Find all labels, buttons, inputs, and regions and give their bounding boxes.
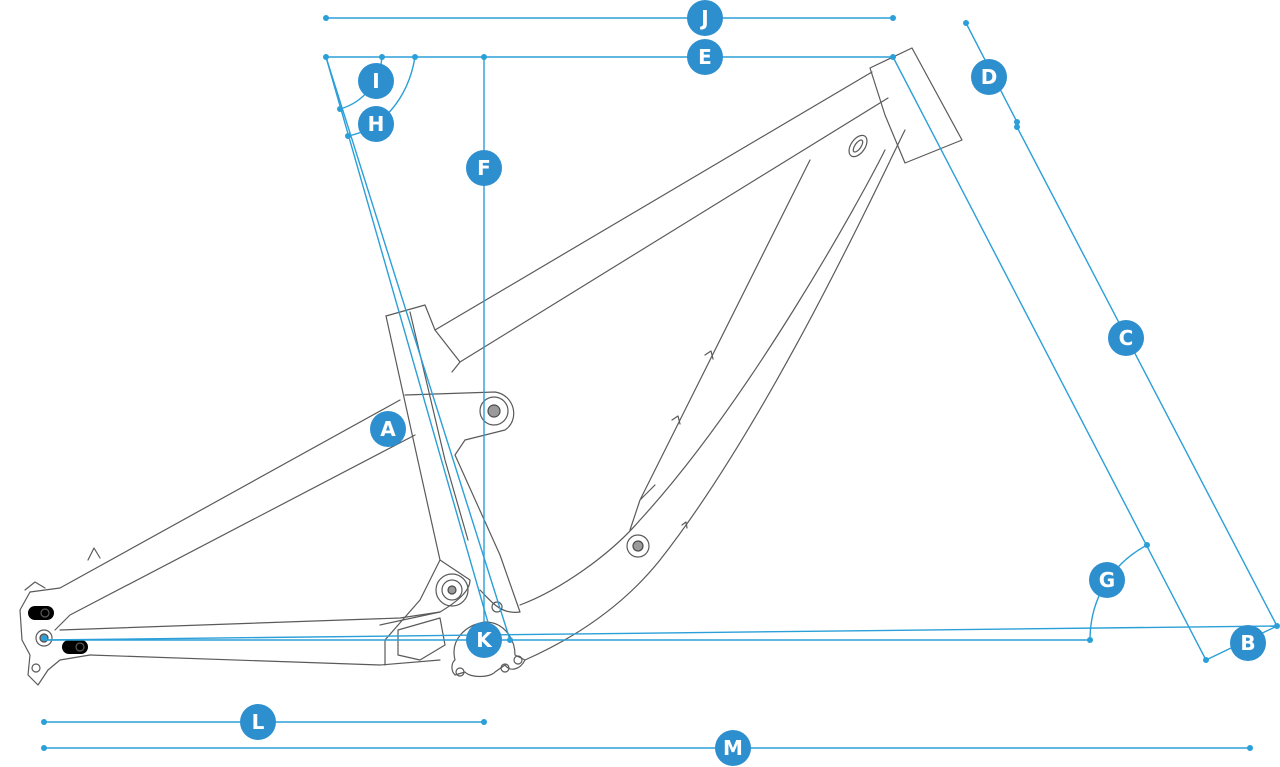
marker-label-c: C (1119, 326, 1134, 350)
iscg-tab-3 (513, 655, 523, 665)
lower-link-bolt-ring (441, 579, 463, 601)
dimension-line-c (1016, 126, 1278, 627)
lower-link-bolt-inner (447, 585, 457, 595)
marker-label-k: K (476, 628, 493, 652)
marker-k: K (466, 622, 502, 658)
bb-mount-bolt (491, 601, 503, 613)
iscg-tab-2 (500, 663, 510, 673)
marker-j: J (687, 0, 723, 36)
marker-label-a: A (380, 417, 396, 441)
marker-label-e: E (698, 45, 712, 69)
rocker-pivot-bolt (479, 396, 509, 426)
marker-d: D (971, 59, 1007, 95)
seat-angle-line-actual (325, 56, 511, 641)
dimension-dot (1014, 124, 1020, 130)
dimension-dot (890, 54, 896, 60)
dimension-lines (41, 15, 1280, 751)
seat-collar (385, 304, 461, 373)
dimension-dot (481, 54, 487, 60)
dimension-dot (507, 637, 513, 643)
marker-label-h: H (368, 112, 385, 136)
marker-h: H (358, 106, 394, 142)
down-tube (519, 129, 906, 661)
chainstay-yoke (379, 559, 471, 666)
seat-stay-tab (24, 547, 101, 591)
marker-label-b: B (1240, 631, 1255, 655)
dropout-bolt-upper (40, 608, 50, 618)
dimension-dot (1203, 657, 1209, 663)
marker-l: L (240, 704, 276, 740)
head-tube (869, 47, 963, 164)
dimension-line-b (43, 625, 1278, 641)
marker-label-m: M (723, 736, 743, 760)
derailleur-hanger (31, 663, 41, 673)
cable-port (671, 350, 714, 529)
marker-label-i: I (372, 69, 379, 93)
dimension-arc-h (347, 56, 416, 137)
bike-frame-drawing (19, 47, 963, 686)
rear-axle (35, 629, 53, 647)
dimension-dot (412, 54, 418, 60)
marker-m: M (715, 730, 751, 766)
dimension-dot (41, 719, 47, 725)
lower-link-bolt (435, 573, 469, 607)
dimension-dot (481, 719, 487, 725)
rocker-pivot-bolt-inner (487, 404, 501, 418)
headtube-port-inner (852, 139, 864, 153)
marker-i: I (358, 63, 394, 99)
iscg-tab-1 (455, 667, 465, 677)
headtube-port (848, 134, 868, 158)
dimension-dot (41, 635, 47, 641)
dimension-dot (890, 15, 896, 21)
seat-angle-line-effective (325, 56, 494, 641)
marker-a: A (370, 411, 406, 447)
chain-stay (59, 611, 441, 666)
dropout-bolt-lower (75, 642, 85, 652)
dimension-dot (1087, 637, 1093, 643)
dimension-dot (323, 54, 329, 60)
marker-b: B (1230, 625, 1266, 661)
rocker-link (404, 391, 521, 613)
down-tube-detail (629, 159, 811, 531)
dimension-dot (963, 20, 969, 26)
lower-pivot-bolt-inner (632, 540, 644, 552)
dimension-dot (1274, 623, 1280, 629)
marker-f: F (466, 150, 502, 186)
dimension-dot (345, 133, 351, 139)
marker-label-j: J (699, 6, 708, 30)
dimension-dot (1014, 119, 1020, 125)
marker-label-l: L (252, 710, 265, 734)
yoke-cutout (397, 617, 446, 661)
marker-c: C (1108, 320, 1144, 356)
marker-label-f: F (477, 156, 491, 180)
marker-label-d: D (981, 65, 998, 89)
dimension-dot (323, 15, 329, 21)
marker-label-g: G (1099, 568, 1115, 592)
dimension-dot (1247, 745, 1253, 751)
dimension-dot (41, 745, 47, 751)
rear-dropout (19, 591, 91, 686)
marker-e: E (687, 39, 723, 75)
seat-stay (29, 399, 416, 631)
dimension-dot (379, 54, 385, 60)
dimension-dot (337, 106, 343, 112)
top-tube (434, 71, 889, 363)
lower-pivot-bolt (626, 534, 650, 558)
marker-g: G (1089, 562, 1125, 598)
dimension-dot (1144, 542, 1150, 548)
head-angle-axis (892, 56, 1207, 661)
